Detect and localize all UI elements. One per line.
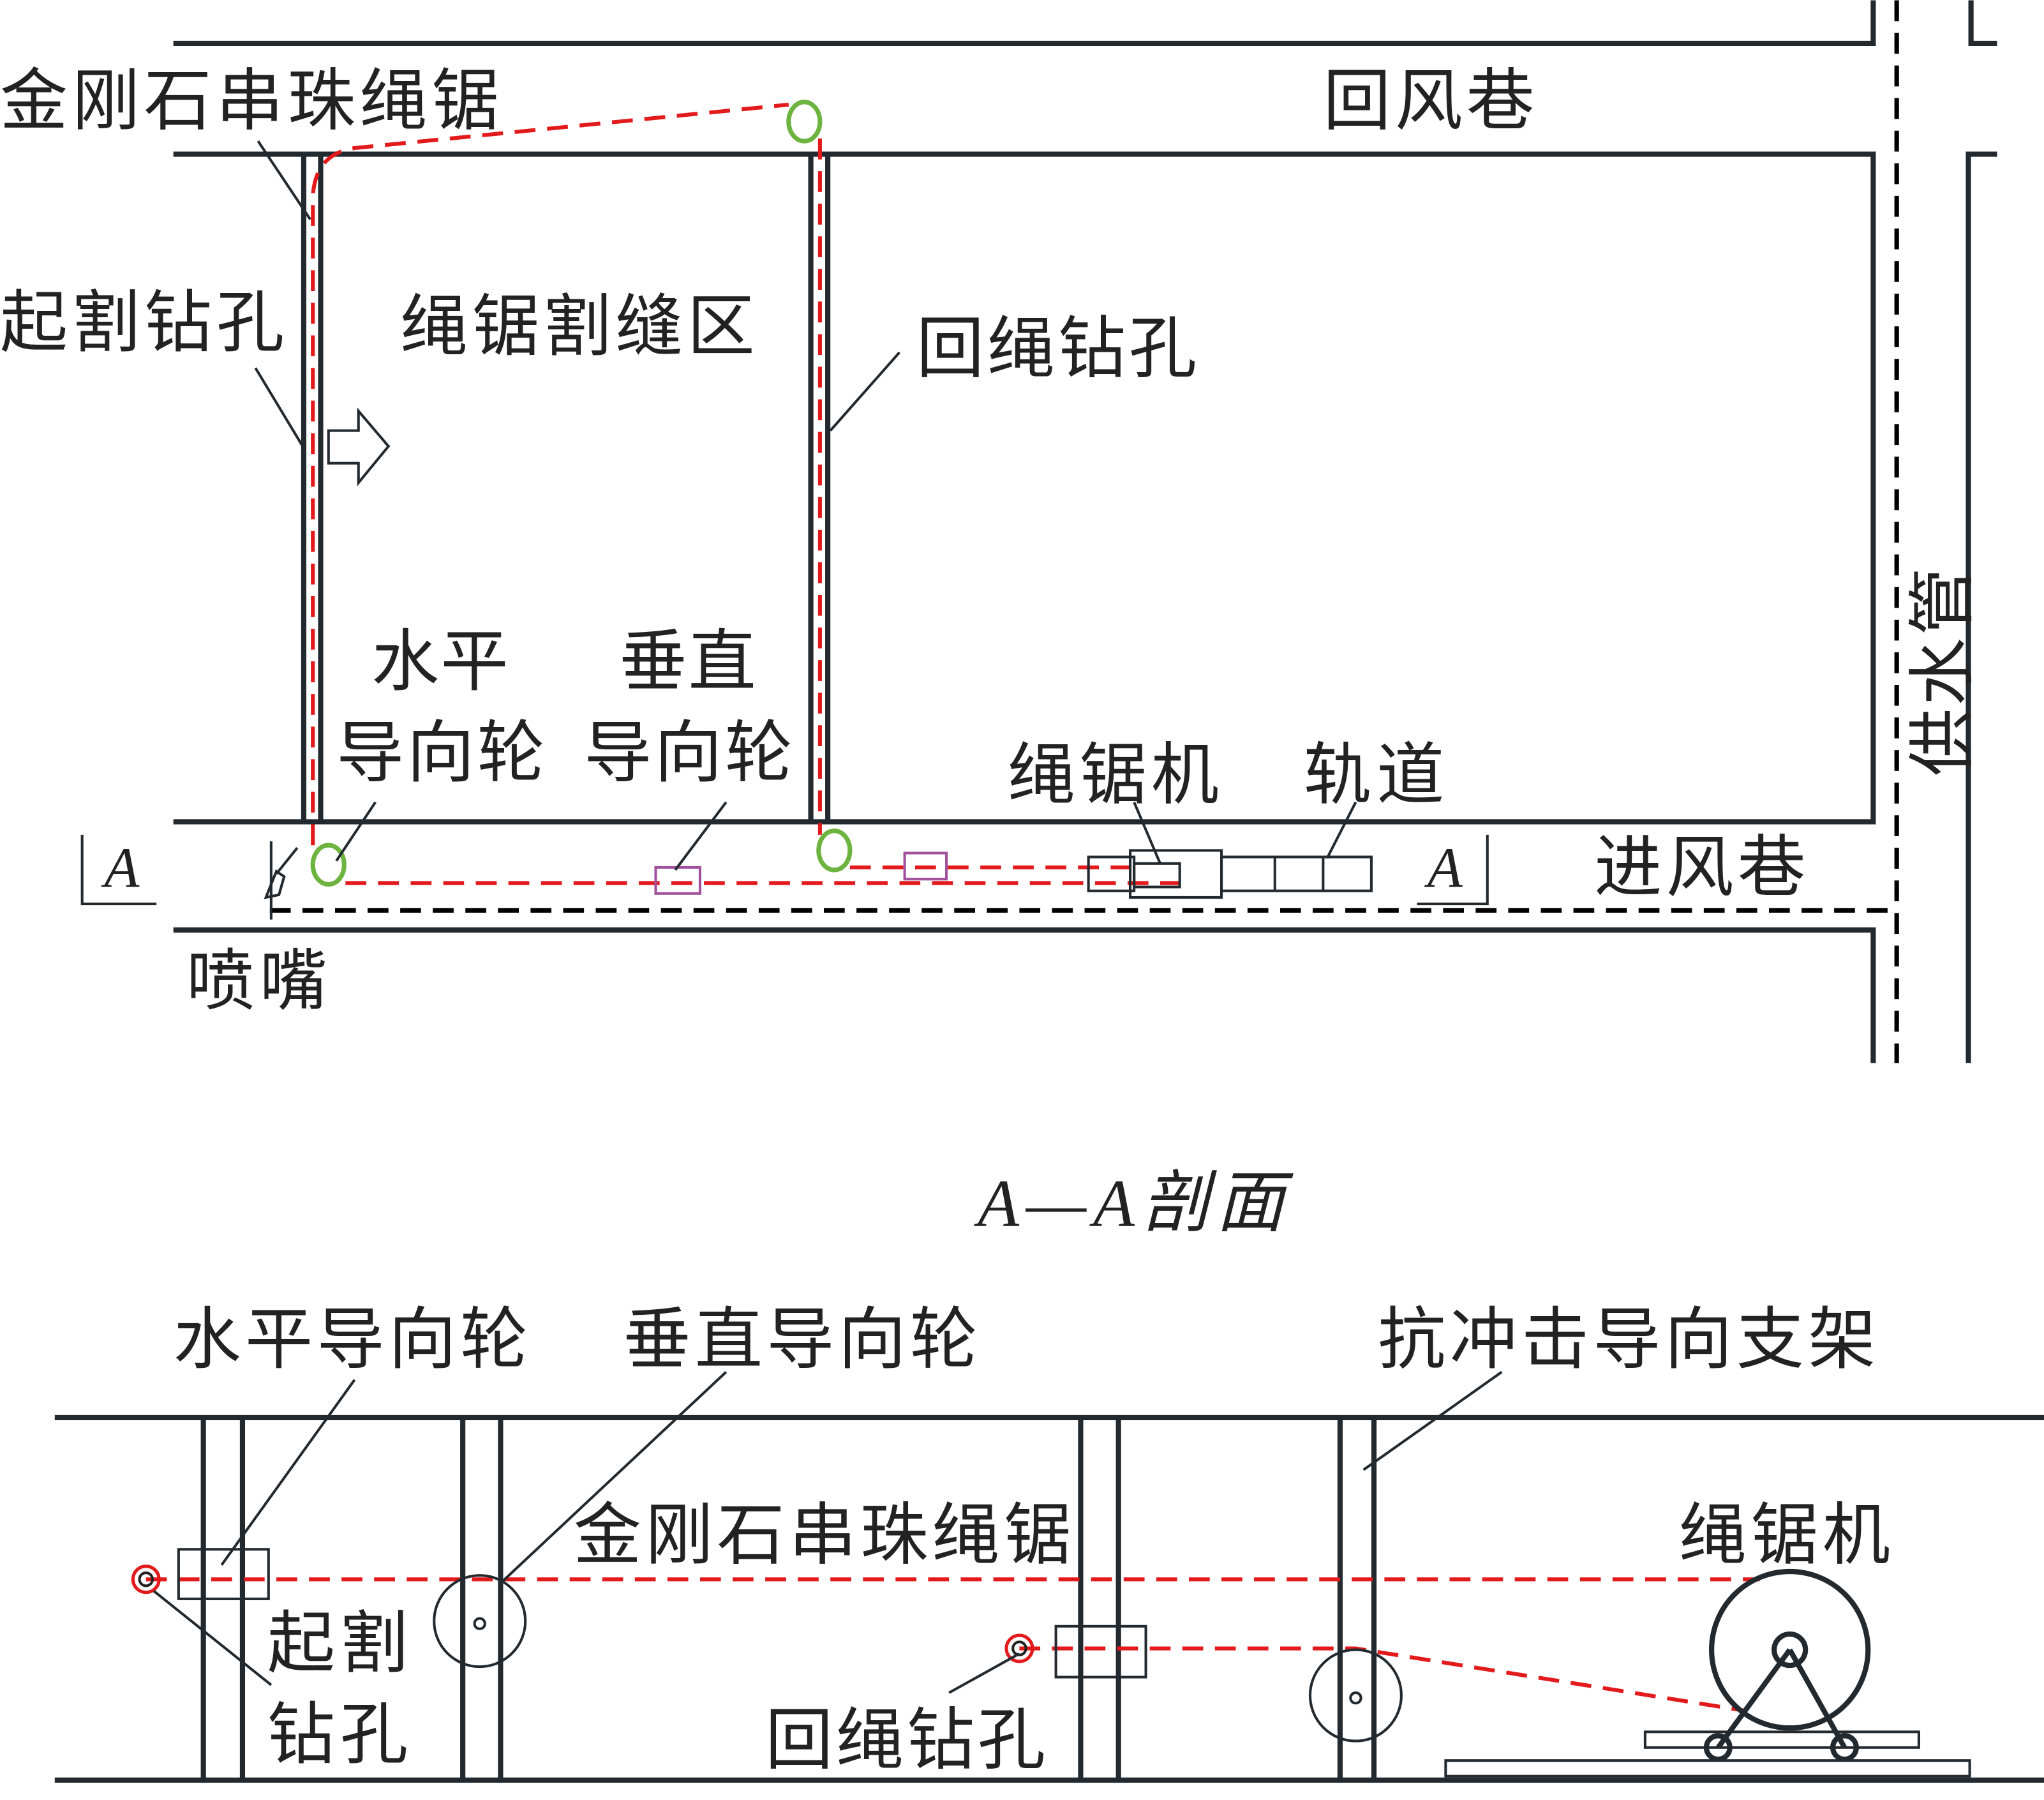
horizontal-label: 水平	[371, 622, 508, 701]
vertical-wheel-label: 垂直导向轮	[623, 1300, 978, 1379]
start-hole-label: 起割钻孔	[0, 283, 284, 363]
vertical-wheel-label: 导向轮	[584, 714, 793, 793]
nozzle-label: 喷嘴	[186, 941, 327, 1021]
saw-machine-icon	[1444, 1568, 1971, 1778]
track-icon	[1220, 855, 1373, 892]
saw-label: 金刚石串珠绳锯	[574, 1496, 1071, 1575]
return-hole-label: 回绳钻孔	[916, 310, 1197, 389]
section-walls	[54, 1414, 2044, 1783]
nozzle-icon	[264, 841, 299, 920]
support-label: 抗冲击导向支架	[1378, 1300, 1876, 1379]
start-hole-label-2: 钻孔	[267, 1695, 408, 1774]
horizontal-wheel-label: 水平导向轮	[174, 1300, 528, 1379]
horizontal-wheel-label: 导向轮	[336, 714, 545, 793]
horizontal-wheel-icon	[1054, 1624, 1147, 1679]
return-airway-label: 回风巷	[1323, 62, 1534, 141]
vertical-wheel-icon	[1308, 1648, 1403, 1743]
rope-end-inner-icon	[138, 1571, 154, 1587]
vertical-wheel-icon	[654, 866, 701, 895]
start-borehole	[301, 154, 324, 822]
saw-machine-label: 绳锯机	[1008, 736, 1219, 815]
vertical-wheel-icon	[903, 851, 948, 881]
arrow-right-icon	[327, 407, 391, 487]
section-mark-right: A	[1424, 837, 1463, 900]
vertical-wheel-icon	[433, 1574, 527, 1669]
cut-zone-label: 绳锯割缝区	[400, 287, 755, 366]
wheel-icon	[816, 829, 853, 873]
saw-wire	[311, 102, 789, 846]
saw-machine-icon	[1087, 849, 1223, 899]
leader-lines	[153, 1370, 1503, 1694]
rope-end-icon	[131, 1564, 161, 1594]
return-hole-label: 回绳钻孔	[765, 1700, 1045, 1780]
section-markers	[80, 834, 1489, 906]
saw-label: 金刚石串珠绳锯	[0, 62, 499, 141]
return-borehole	[808, 154, 831, 822]
wheel-axle-icon	[1349, 1691, 1362, 1705]
saw-machine-label: 绳锯机	[1679, 1496, 1890, 1575]
intake-airway-label: 进风巷	[1594, 829, 1805, 908]
section-mark-left: A	[101, 837, 140, 900]
section-title: A—A剖面	[974, 1166, 1294, 1241]
water-pipe-label: 供水管	[1903, 567, 1982, 776]
saw-wire-path	[345, 139, 1180, 885]
airway-walls	[173, 0, 1997, 1063]
section-view: 水平导向轮 垂直导向轮 抗冲击导向支架 金刚石串珠绳锯 绳锯机 起割 钻孔 回绳…	[54, 1300, 2044, 1783]
water-pipe-line	[269, 0, 1899, 1063]
leader-lines	[254, 140, 1357, 871]
wheel-axle-icon	[473, 1617, 486, 1630]
rope-end-icon	[1004, 1633, 1034, 1663]
horizontal-wheel-icon	[177, 1548, 270, 1600]
plan-view: A A 金刚石串珠绳锯 回风巷 起割钻孔 绳锯割缝区 回绳钻孔 水平 导向轮 垂…	[0, 0, 1997, 1063]
track-label: 轨道	[1304, 736, 1445, 815]
wheel-icon	[786, 100, 823, 144]
horizontal-wheel-icon	[310, 843, 347, 887]
start-hole-label-1: 起割	[267, 1604, 408, 1683]
vertical-label: 垂直	[619, 622, 756, 701]
